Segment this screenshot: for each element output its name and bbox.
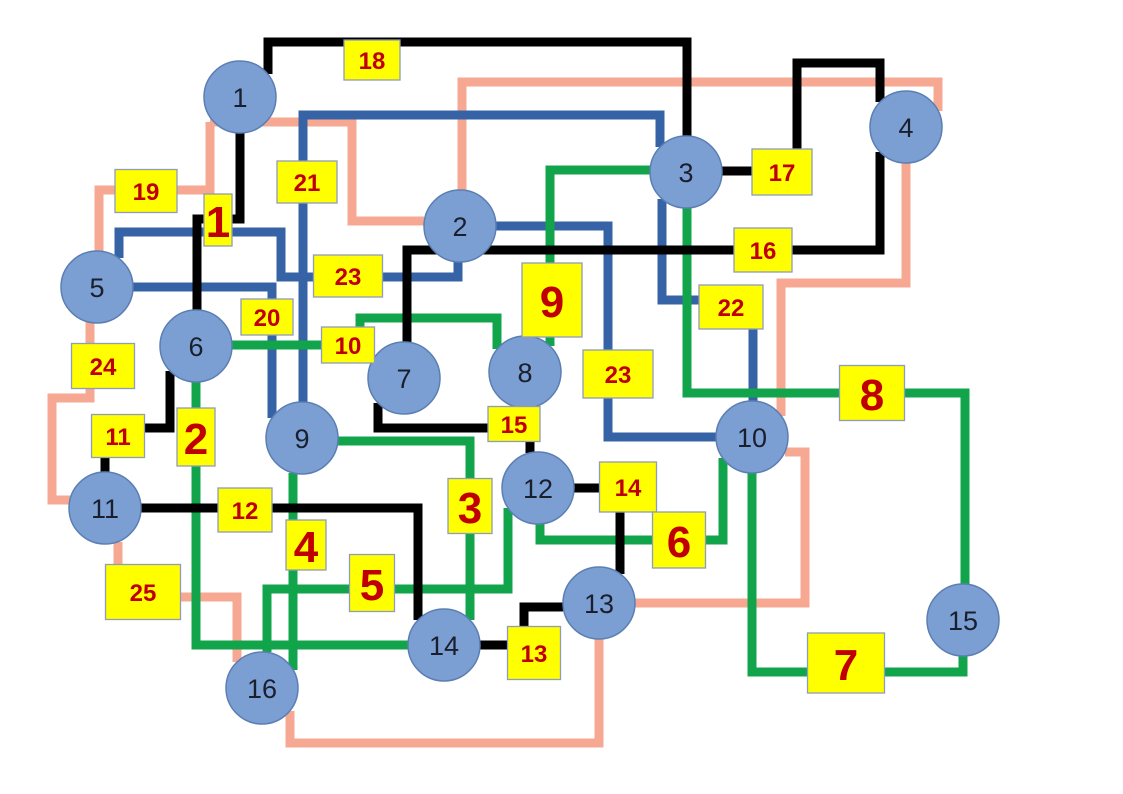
node-14: [407, 608, 481, 682]
edge-5-9-label-20: [133, 282, 277, 418]
edge-9-14-label-3: [338, 436, 475, 620]
edge-label-text-13-24: 13: [521, 641, 548, 668]
edge-label-text-7-25: 7: [834, 641, 858, 690]
edge-label-box-16-6: [733, 227, 793, 273]
node-14-number: 14: [429, 631, 459, 661]
edge-1-2: [210, 117, 424, 226]
edge-label-box-13-24: [506, 625, 562, 681]
edge-4-10: [776, 163, 911, 416]
edge-label-text-4-18: 4: [294, 523, 319, 572]
node-4: [869, 90, 943, 164]
node-8-number: 8: [517, 358, 532, 388]
node-2-number: 2: [452, 212, 467, 242]
node-11-number: 11: [91, 494, 119, 524]
edge-3-9-label-21: [298, 110, 665, 402]
edge-13-16: [285, 639, 604, 748]
node-13-number: 13: [584, 589, 614, 619]
node-4-number: 4: [898, 113, 913, 143]
edge-label-box-12-17: [217, 487, 273, 533]
node-3: [649, 135, 723, 209]
edge-label-box-21-2: [276, 160, 338, 204]
edge-3-15-label-8: [682, 208, 970, 584]
node-5: [60, 250, 134, 324]
node-12-number: 12: [523, 474, 553, 504]
edge-label-box-23-9: [582, 349, 654, 399]
edge-label-box-3-19: [447, 477, 493, 535]
edge-label-box-10-11: [320, 326, 376, 364]
node-9: [265, 401, 339, 475]
node-12: [501, 451, 575, 525]
node-2: [423, 189, 497, 263]
edge-label-box-24-12: [70, 342, 136, 390]
edge-label-box-2-14: [176, 407, 216, 467]
edge-label-text-19-1: 19: [133, 179, 160, 206]
edge-label-box-11-13: [90, 413, 146, 459]
edge-label-box-17-5: [751, 148, 813, 196]
edge-label-text-16-6: 16: [750, 238, 777, 265]
edge-label-text-12-17: 12: [232, 498, 259, 525]
edge-label-text-9-8: 9: [540, 278, 564, 327]
edge-label-box-22-7: [698, 284, 764, 330]
edge-label-box-9-8: [521, 262, 583, 338]
edge-label-text-22-7: 22: [718, 295, 745, 322]
edge-label-box-18-0: [343, 39, 401, 81]
edge-label-text-23-4: 23: [335, 264, 362, 291]
node-7-number: 7: [396, 364, 411, 394]
edge-label-box-6-21: [651, 511, 707, 569]
edge-label-box-19-1: [114, 168, 178, 214]
edge-label-text-8-15: 8: [860, 371, 884, 420]
node-7: [367, 341, 441, 415]
node-5-number: 5: [89, 273, 104, 303]
edge-label-text-11-13: 11: [105, 424, 130, 451]
edge-label-box-23-4: [312, 254, 384, 298]
edge-label-text-23-9: 23: [605, 362, 632, 389]
edge-label-text-17-5: 17: [769, 160, 796, 187]
edge-label-text-3-19: 3: [458, 484, 482, 533]
node-10-number: 10: [737, 423, 767, 453]
edge-label-box-14-20: [598, 461, 658, 513]
node-13: [562, 566, 636, 640]
edge-label-text-10-11: 10: [335, 333, 362, 360]
edge-6-14-label-2: [191, 382, 408, 650]
edge-label-text-14-20: 14: [615, 475, 642, 502]
edge-12-10-label-6: [535, 458, 728, 545]
edge-label-text-6-21: 6: [667, 518, 691, 567]
edge-label-text-5-22: 5: [360, 561, 384, 610]
node-3-number: 3: [678, 158, 693, 188]
edge-label-text-24-12: 24: [90, 354, 117, 381]
edge-2-4: [457, 77, 943, 190]
node-11: [68, 471, 142, 545]
edge-label-text-21-2: 21: [294, 170, 321, 197]
edge-label-box-4-18: [285, 519, 327, 571]
edge-label-text-20-10: 20: [254, 305, 281, 332]
edge-label-text-15-16: 15: [501, 412, 528, 439]
edge-label-box-8-15: [838, 364, 906, 422]
node-6: [159, 309, 233, 383]
node-10: [715, 400, 789, 474]
edge-label-text-18-0: 18: [359, 48, 386, 75]
edge-label-box-15-16: [487, 405, 541, 443]
node-1-number: 1: [232, 83, 247, 113]
node-16: [225, 651, 299, 725]
edge-label-box-20-10: [240, 298, 294, 336]
edge-label-box-7-25: [806, 632, 886, 694]
edge-label-text-2-14: 2: [184, 415, 208, 464]
node-16-number: 16: [247, 674, 277, 704]
edge-label-box-25-23: [104, 563, 182, 621]
node-6-number: 6: [188, 332, 203, 362]
edge-5-2-label-23: [114, 227, 463, 282]
edge-1-3-label-18: [263, 37, 692, 136]
node-15-number: 15: [948, 606, 978, 636]
node-1: [203, 60, 277, 134]
edge-10-13: [635, 447, 810, 608]
edge-label-box-5-22: [348, 553, 396, 613]
edge-4-7-label-16: [402, 152, 885, 342]
edge-6-8-label-10: [232, 313, 502, 350]
node-9-number: 9: [294, 424, 309, 454]
edge-label-text-25-23: 25: [130, 580, 157, 607]
edge-label-text-1-3: 1: [206, 198, 230, 247]
node-15: [926, 583, 1000, 657]
edge-label-box-1-3: [203, 193, 233, 247]
